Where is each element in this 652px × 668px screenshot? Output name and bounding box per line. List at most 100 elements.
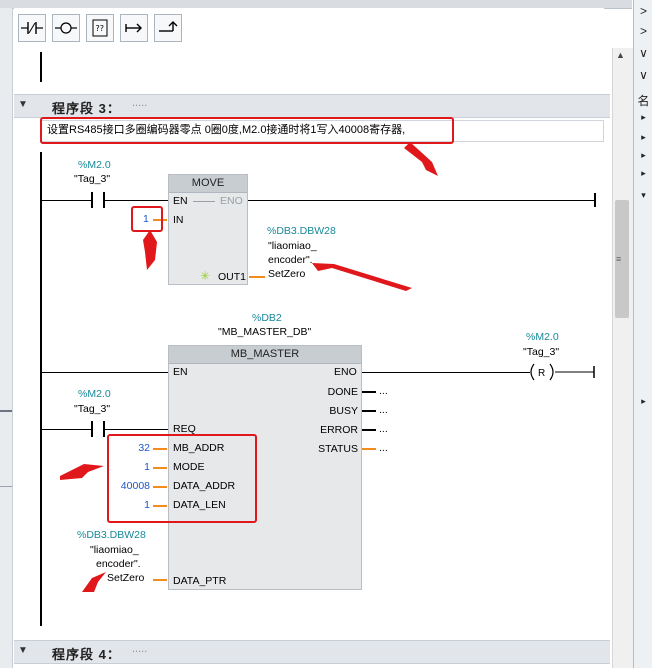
move-block[interactable]: MOVE <box>168 174 248 285</box>
collapse-arrow-icon[interactable]: ▼ <box>18 99 28 110</box>
output-star-icon: ✳ <box>200 269 211 283</box>
collapse-arrow-icon[interactable]: ▼ <box>18 645 28 656</box>
wire <box>105 200 169 201</box>
triangle-right-icon[interactable]: ▸ <box>641 168 646 178</box>
pin-wire <box>153 579 167 581</box>
empty-box-icon: ?? <box>92 19 108 37</box>
left-panel-edge <box>0 8 13 668</box>
move-out-name-3[interactable]: SetZero <box>268 268 306 280</box>
network-title-dots[interactable]: ..... <box>132 97 148 109</box>
network-title: 程序段 4： <box>52 647 121 662</box>
arrow-out-icon <box>312 263 412 291</box>
chevron-down-icon[interactable]: ∨ <box>639 46 648 60</box>
arrow-in-icon <box>143 230 157 270</box>
coil-icon <box>55 22 77 34</box>
pin-wire <box>153 467 167 469</box>
chevron-right-icon[interactable]: > <box>639 4 647 18</box>
mb-master-block[interactable]: MB_MASTER <box>168 345 362 590</box>
network-comment[interactable]: 设置RS485接口多圈编码器零点 0圈0度,M2.0接通时将1写入40008寄存… <box>40 120 604 142</box>
scroll-up-icon[interactable]: ▲ <box>616 50 625 60</box>
network-comment-text: 设置RS485接口多圈编码器零点 0圈0度,M2.0接通时将1写入40008寄存… <box>47 124 406 136</box>
move-out-name-1: "liaomiao_ <box>268 240 317 252</box>
coil-address: %M2.0 <box>526 331 559 343</box>
pin-wire <box>362 410 376 412</box>
error-value[interactable]: ... <box>379 423 388 435</box>
data-ptr-address: %DB3.DBW28 <box>77 529 146 541</box>
right-task-panel: > > ∨ ∨ 名 ▸ ▸ ▸ ▸ ▾ ▸ <box>633 0 652 668</box>
data-addr-pin: DATA_ADDR <box>173 480 236 492</box>
open-branch-button[interactable] <box>120 14 148 42</box>
panel-splitter[interactable] <box>0 410 12 412</box>
network-title: 程序段 3： <box>52 101 121 116</box>
previous-network-rail <box>40 52 42 82</box>
reset-coil[interactable]: R <box>526 362 596 382</box>
svg-text:??: ?? <box>96 24 105 33</box>
move-in-value[interactable]: 1 <box>143 213 149 225</box>
nc-contact-button[interactable] <box>18 14 46 42</box>
empty-box-button[interactable]: ?? <box>86 14 114 42</box>
data-addr-value[interactable]: 40008 <box>120 480 150 492</box>
mb-addr-value[interactable]: 32 <box>138 442 150 454</box>
mb-instance-name[interactable]: "MB_MASTER_DB" <box>218 326 312 338</box>
arrow-ptr-icon <box>82 572 106 592</box>
busy-value[interactable]: ... <box>379 404 388 416</box>
annotation-box-params <box>107 434 257 523</box>
annotation-box-comment <box>40 117 454 144</box>
data-ptr-name-3[interactable]: SetZero <box>107 572 145 584</box>
pin-wire <box>153 505 167 507</box>
move-eno-pin: ENO <box>220 195 243 207</box>
arrow-comment-icon <box>404 142 438 176</box>
chevron-down-icon[interactable]: ∨ <box>639 68 648 82</box>
move-out-wire <box>249 276 265 278</box>
annotation-arrows <box>60 142 438 592</box>
triangle-right-icon[interactable]: ▸ <box>641 132 646 142</box>
data-ptr-name-1: "liaomiao_ <box>90 544 139 556</box>
mb-addr-pin: MB_ADDR <box>173 442 225 454</box>
scroll-grip-icon: ≡ <box>616 254 622 264</box>
done-pin: DONE <box>327 386 358 398</box>
wire <box>42 372 168 373</box>
triangle-right-icon[interactable]: ▸ <box>641 396 646 406</box>
wire <box>248 200 596 201</box>
contact1-right <box>103 192 105 208</box>
triangle-right-icon[interactable]: ▸ <box>641 150 646 160</box>
close-branch-icon <box>159 21 178 32</box>
coil-tag: "Tag_3" <box>523 346 560 358</box>
network-4-header[interactable]: ▼ 程序段 4： ..... <box>14 640 610 664</box>
panel-divider <box>0 486 12 487</box>
pin-wire <box>362 429 376 431</box>
close-branch-button[interactable] <box>154 14 182 42</box>
move-block-title: MOVE <box>169 175 247 193</box>
triangle-right-icon[interactable]: ▸ <box>641 112 646 122</box>
done-value[interactable]: ... <box>379 385 388 397</box>
move-en-pin: EN <box>173 195 188 207</box>
pin-wire <box>153 486 167 488</box>
data-len-value[interactable]: 1 <box>144 499 150 511</box>
contact2-left <box>91 421 93 437</box>
move-in-pin: IN <box>173 214 184 226</box>
data-len-pin: DATA_LEN <box>173 499 226 511</box>
mode-value[interactable]: 1 <box>144 461 150 473</box>
mb-instance-address: %DB2 <box>252 312 282 324</box>
triangle-down-icon[interactable]: ▾ <box>641 190 646 200</box>
chevron-right-icon[interactable]: > <box>639 24 647 38</box>
pin-wire <box>362 448 376 450</box>
scrollbar-thumb[interactable] <box>615 200 629 318</box>
wire-end <box>594 193 596 207</box>
busy-pin: BUSY <box>329 405 358 417</box>
status-value[interactable]: ... <box>379 442 388 454</box>
move-out-name-2: encoder". <box>268 254 313 266</box>
network-3-header[interactable]: ▼ 程序段 3： ..... <box>14 94 610 118</box>
power-rail <box>40 152 42 626</box>
mode-pin: MODE <box>173 461 205 473</box>
contact2-tag: "Tag_3" <box>74 403 111 415</box>
contact1-address: %M2.0 <box>78 159 111 171</box>
move-in-wire <box>153 219 167 221</box>
ladder-toolbar: ?? <box>14 8 604 48</box>
vertical-scrollbar[interactable] <box>612 48 633 668</box>
move-out1-pin: OUT1 <box>218 271 247 283</box>
annotation-box-in <box>131 206 163 232</box>
coil-button[interactable] <box>52 14 80 42</box>
contact1-tag: "Tag_3" <box>74 173 111 185</box>
network-title-dots[interactable]: ..... <box>132 643 148 655</box>
